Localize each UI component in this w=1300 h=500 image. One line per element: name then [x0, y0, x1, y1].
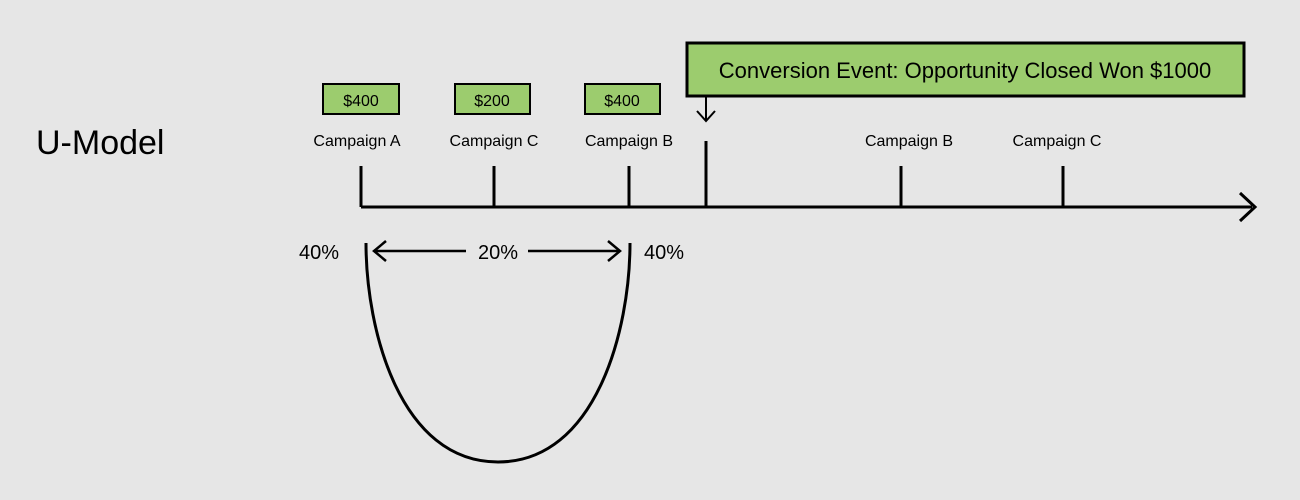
touchpoint-campaign-b-second: Campaign B — [865, 133, 953, 207]
conversion-event: Conversion Event: Opportunity Closed Won… — [685, 41, 1246, 98]
touchpoint-campaign-a: $400 Campaign A — [313, 83, 401, 207]
touchpoint-campaign-b-first: $400 Campaign B — [584, 83, 673, 207]
u-curve — [364, 242, 632, 464]
credit-badge — [322, 83, 400, 115]
campaign-label: Campaign A — [313, 133, 400, 150]
middle-span-arrow — [372, 240, 622, 262]
weight-middle-label: 20% — [478, 242, 518, 264]
campaign-label: Campaign B — [865, 133, 953, 150]
weight-first-label: 40% — [299, 242, 339, 264]
conversion-event-box — [685, 41, 1246, 98]
credit-amount: $400 — [604, 93, 640, 110]
campaign-label: Campaign B — [585, 133, 673, 150]
conversion-event-label: Conversion Event: Opportunity Closed Won… — [719, 58, 1211, 83]
credit-badge — [454, 83, 531, 115]
timeline-arrowhead — [1238, 191, 1258, 223]
conversion-pointer-arrow — [696, 96, 716, 123]
diagram-title: U-Model — [36, 124, 164, 162]
credit-amount: $200 — [474, 93, 510, 110]
credit-badge — [584, 83, 661, 115]
touchpoint-campaign-c-first: $200 Campaign C — [450, 83, 539, 207]
campaign-label: Campaign C — [450, 133, 539, 150]
campaign-label: Campaign C — [1013, 133, 1102, 150]
touchpoint-campaign-c-second: Campaign C — [1013, 133, 1102, 207]
credit-amount: $400 — [343, 93, 379, 110]
weight-last-label: 40% — [644, 242, 684, 264]
